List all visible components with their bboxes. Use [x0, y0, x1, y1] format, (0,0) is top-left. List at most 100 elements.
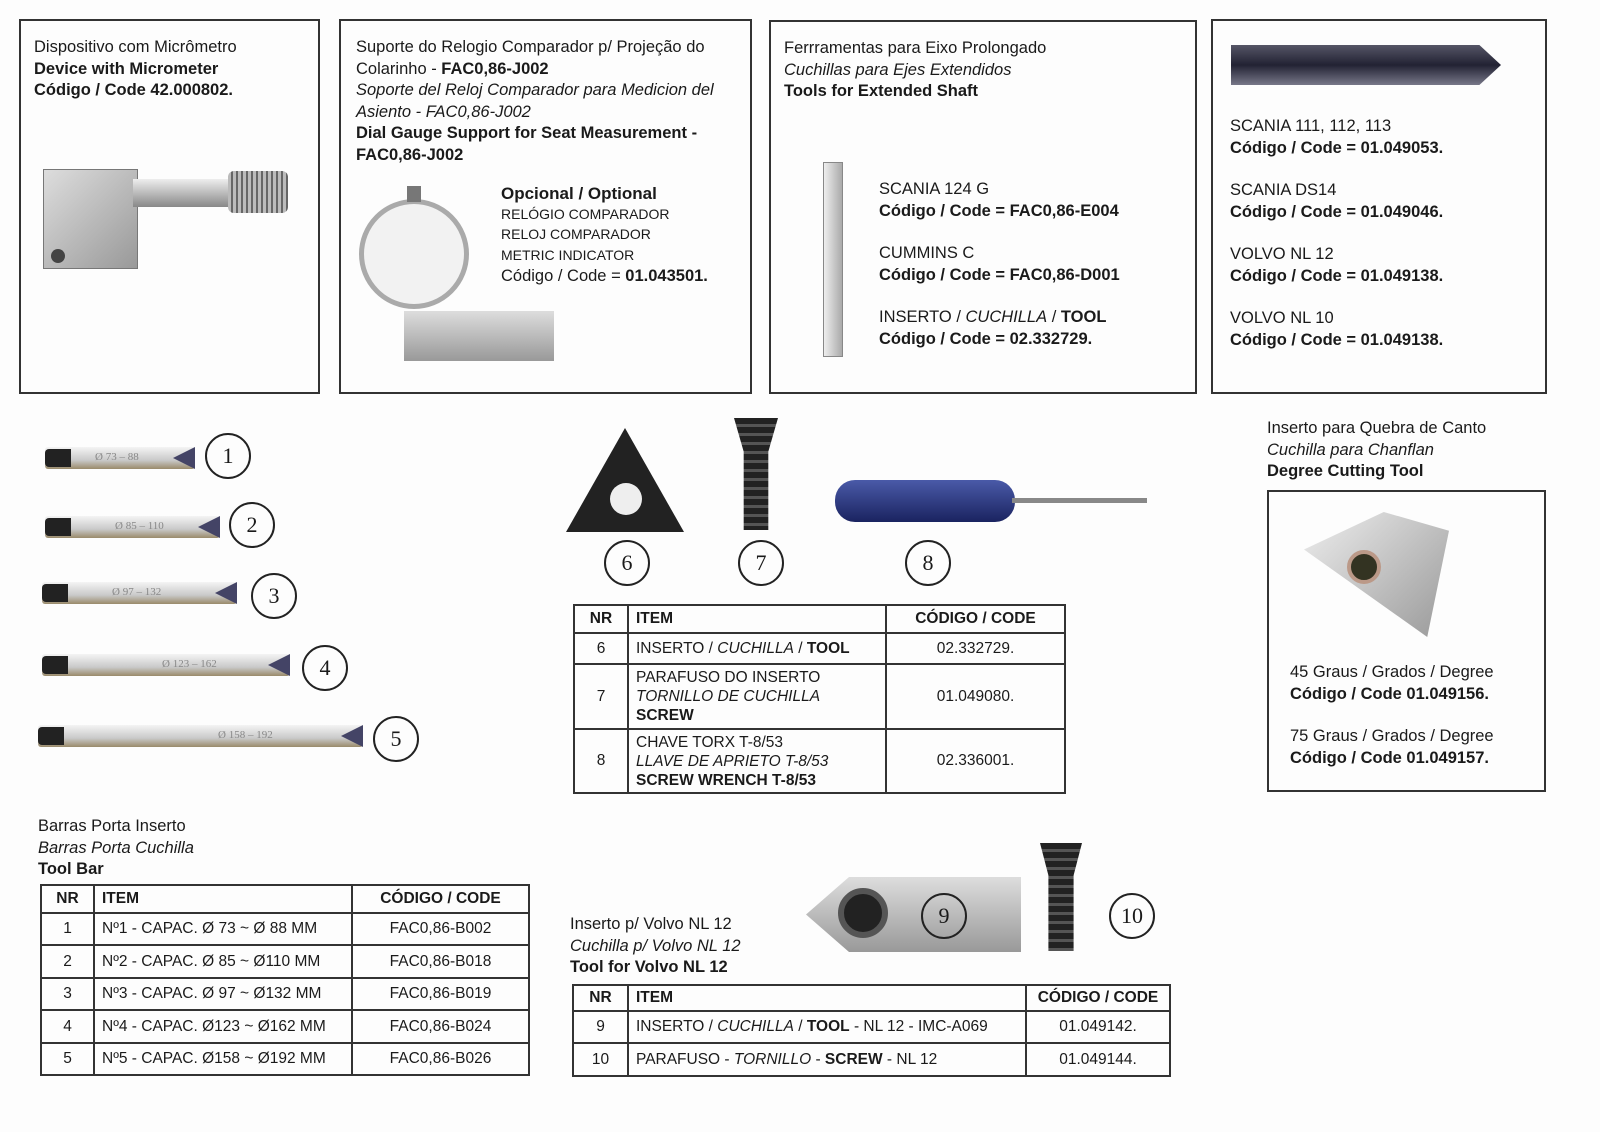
table-header-cell: NR — [40, 884, 95, 914]
volvo-title-es: Cuchilla p/ Volvo NL 12 — [570, 936, 741, 955]
scania-item-code: Código / Code = 01.049138. — [1230, 266, 1444, 285]
text: FAC0,86-B019 — [351, 977, 530, 1011]
chamfer-45-label: 45 Graus / Grados / Degree — [1290, 663, 1494, 681]
dial-title-pt-2: Colarinho - — [356, 59, 442, 78]
text: 4 — [40, 1009, 95, 1044]
scania-item-name: VOLVO NL 10 — [1230, 309, 1334, 327]
text: 1 — [40, 912, 95, 946]
text: - NL 12 - IMC-A069 — [849, 1018, 988, 1035]
scania-item-name: SCANIA 111, 112, 113 — [1230, 117, 1392, 135]
screwdriver-image — [835, 480, 1015, 522]
toolbar-title-pt: Barras Porta Inserto — [38, 817, 186, 835]
callout-1: 1 — [205, 433, 251, 479]
optional-pt: RELÓGIO COMPARADOR — [501, 206, 670, 222]
text: INSERTO / — [879, 308, 966, 326]
text: FAC0,86-B026 — [351, 1042, 530, 1076]
table-header-cell: CÓDIGO / CODE — [351, 884, 530, 914]
dial-title-en: Dial Gauge Support for Seat Measurement … — [356, 124, 698, 142]
text: Ø 123 – 162 — [162, 658, 217, 670]
text: Nº5 - CAPAC. Ø158 ~ Ø192 MM — [93, 1042, 353, 1076]
text: 7 — [573, 663, 629, 730]
dial-code-es: Asiento - FAC0,86-J002 — [356, 102, 531, 121]
extended-tool-image — [823, 162, 843, 357]
chamfer-panel: 45 Graus / Grados / Degree Código / Code… — [1267, 490, 1546, 792]
table-header-cell: ITEM — [627, 984, 1027, 1012]
text: SCREW WRENCH T-8/53 — [636, 771, 816, 789]
optional-en: METRIC INDICATOR — [501, 247, 635, 263]
text: TORNILLO DE CUCHILLA — [636, 688, 821, 705]
text: PARAFUSO - — [636, 1050, 734, 1068]
text: 9 — [572, 1010, 629, 1044]
extended-title-en: Tools for Extended Shaft — [784, 82, 979, 100]
text: CUCHILLA — [965, 308, 1048, 326]
text: Ø 97 – 132 — [112, 586, 162, 598]
text: 01.049142. — [1025, 1010, 1171, 1044]
text: 6 — [573, 632, 629, 665]
text: TOOL — [806, 639, 850, 657]
chamfer-title-es: Cuchilla para Chanflan — [1267, 440, 1434, 459]
table-header-cell: CÓDIGO / CODE — [1025, 984, 1171, 1012]
text: 02.336001. — [885, 728, 1066, 794]
extended-title-es: Cuchillas para Ejes Extendidos — [784, 60, 1012, 79]
extended-insert-code: Código / Code = 02.332729. — [879, 329, 1093, 348]
text: FAC0,86-B018 — [351, 944, 530, 979]
dial-code-pt: FAC0,86-J002 — [441, 59, 549, 78]
text: / — [793, 1018, 807, 1035]
extended-title-pt: Ferrramentas para Eixo Prolongado — [784, 39, 1047, 57]
extended-item-code: Código / Code = FAC0,86-E004 — [879, 201, 1119, 220]
text: 01.049080. — [885, 663, 1066, 730]
toolbar-title-es: Barras Porta Cuchilla — [38, 838, 194, 857]
text: Nº4 - CAPAC. Ø123 ~ Ø162 MM — [93, 1009, 353, 1044]
text: PARAFUSO DO INSERTO — [636, 669, 821, 686]
dial-code-en: FAC0,86-J002 — [356, 145, 464, 164]
scania-item-code: Código / Code = 01.049138. — [1230, 330, 1444, 349]
dial-gauge-image — [359, 181, 559, 381]
tool-bar-3-image: Ø 97 – 132 — [42, 582, 237, 604]
extended-item-name: CUMMINS C — [879, 244, 975, 262]
scania-item-code: Código / Code = 01.049046. — [1230, 202, 1444, 221]
text: 3 — [40, 977, 95, 1011]
optional-code-label: Código / Code = — [501, 267, 626, 285]
text: TOOL — [1060, 308, 1107, 326]
callout-3: 3 — [251, 573, 297, 619]
text: 8 — [573, 728, 629, 794]
chamfer-75-code: Código / Code 01.049157. — [1290, 748, 1489, 767]
volvo-title-en: Tool for Volvo NL 12 — [570, 958, 728, 976]
text: FAC0,86-B024 — [351, 1009, 530, 1044]
volvo-title-pt: Inserto p/ Volvo NL 12 — [570, 915, 732, 933]
dial-title-es: Soporte del Reloj Comparador para Medici… — [356, 81, 714, 99]
micrometer-title-pt: Dispositivo com Micrômetro — [34, 38, 237, 56]
volvo-screw-image — [1040, 843, 1082, 951]
col-nr: NR — [573, 604, 629, 634]
table-header-cell: NR — [572, 984, 629, 1012]
scania-item-name: VOLVO NL 12 — [1230, 245, 1334, 263]
tool-bar-image — [1231, 45, 1501, 85]
chamfer-title-pt: Inserto para Quebra de Canto — [1267, 419, 1487, 437]
text: CUCHILLA — [717, 639, 794, 657]
scania-volvo-panel: SCANIA 111, 112, 113 Código / Code = 01.… — [1211, 19, 1547, 394]
tool-bar-2-image: Ø 85 – 110 — [45, 516, 220, 538]
text: CUCHILLA — [717, 1018, 794, 1035]
text: TOOL — [806, 1018, 850, 1035]
text: TORNILLO — [733, 1050, 812, 1068]
tool-bar-1-image: Ø 73 – 88 — [45, 447, 195, 469]
callout-2: 2 — [229, 502, 275, 548]
text: Ø 85 – 110 — [115, 520, 164, 532]
text: INSERTO / — [636, 639, 718, 657]
tool-bar-5-image: Ø 158 – 192 — [38, 725, 363, 747]
table-row: 7 PARAFUSO DO INSERTO TORNILLO DE CUCHILLA… — [573, 663, 1066, 730]
text: 10 — [572, 1042, 629, 1077]
callout-10: 10 — [1109, 893, 1155, 939]
scania-item-code: Código / Code = 01.049053. — [1230, 138, 1444, 157]
text: Ø 73 – 88 — [95, 451, 139, 463]
callout-5: 5 — [373, 716, 419, 762]
extended-insert-name: INSERTO / CUCHILLA / TOOL — [879, 307, 1120, 329]
